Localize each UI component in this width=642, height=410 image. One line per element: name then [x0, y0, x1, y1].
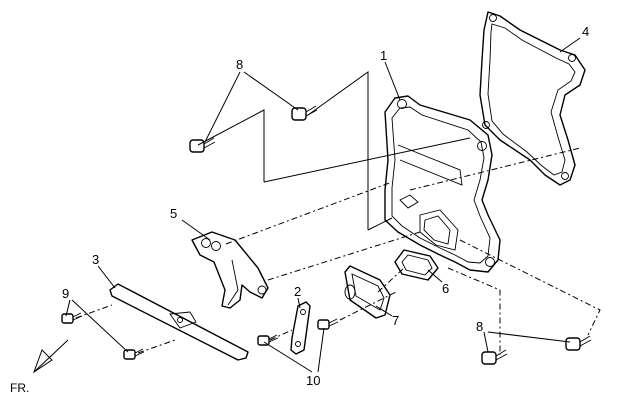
bracket-part-5 — [191, 231, 269, 309]
seal-part-6 — [394, 249, 439, 281]
strap-part-3 — [109, 283, 249, 361]
bolt-part-10-right — [317, 318, 339, 330]
bolt-part-10-left — [257, 334, 279, 346]
bolt-part-9-upper — [61, 312, 83, 324]
bolt-part-8-lower — [481, 349, 508, 365]
callout-2: 2 — [294, 284, 301, 299]
callout-1: 1 — [380, 48, 387, 63]
callout-3: 3 — [92, 252, 99, 267]
cover-part-1 — [384, 95, 501, 273]
bolt-part-9-lower — [123, 348, 145, 360]
callout-8-bottom: 8 — [476, 319, 483, 334]
strap-part-2 — [290, 301, 311, 355]
front-direction-marker: FR. — [10, 339, 69, 395]
callout-6: 6 — [442, 281, 449, 296]
cap-part-7 — [344, 265, 391, 319]
bolt-part-8-right — [565, 335, 592, 351]
callout-4: 4 — [582, 24, 589, 39]
callout-8-top: 8 — [236, 57, 243, 72]
callout-5: 5 — [170, 206, 177, 221]
leader-lines — [65, 37, 581, 373]
bolt-part-8-left — [189, 137, 216, 153]
assembly-lines — [75, 71, 601, 355]
callout-9: 9 — [62, 286, 69, 301]
callout-7: 7 — [392, 313, 399, 328]
callout-10: 10 — [306, 373, 320, 388]
front-label: FR. — [10, 381, 29, 395]
bolt-part-8-upper — [291, 105, 318, 121]
gasket-part-4 — [479, 11, 586, 186]
